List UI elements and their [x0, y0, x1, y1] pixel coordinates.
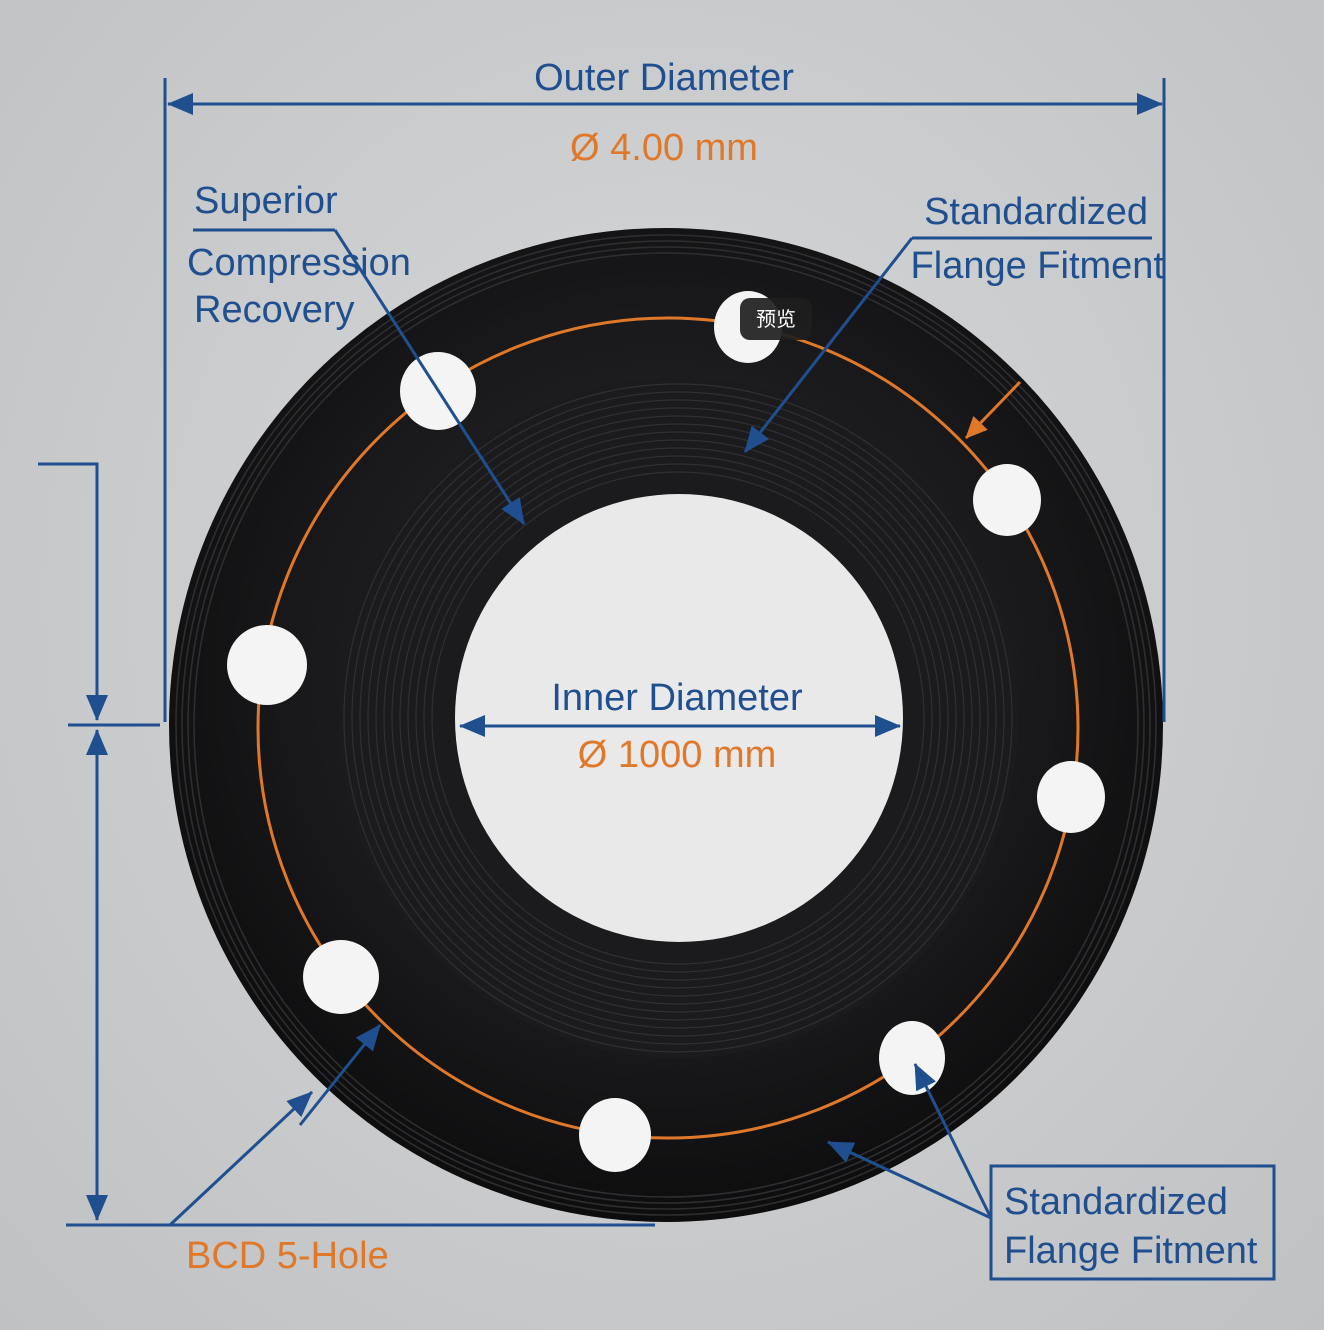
bolt-hole: [973, 464, 1041, 536]
inner-diameter-title: Inner Diameter: [551, 677, 803, 719]
inner-diameter-value: Ø 1000 mm: [578, 734, 777, 776]
callout-flange-top-line1: Standardized: [924, 191, 1148, 233]
leader-top: [38, 462, 99, 690]
callout-arrow-icon: [333, 229, 526, 525]
callout-flange-top: [743, 236, 1152, 453]
bolt-hole: [579, 1098, 651, 1172]
callout-compression: [193, 228, 526, 525]
callout-arrow-icon: [827, 1140, 992, 1220]
callout-arrow-icon: [298, 1024, 382, 1126]
sealing-face-grooves: [343, 383, 1013, 1053]
center-hole: [455, 494, 903, 942]
outer-diameter-title: Outer Diameter: [534, 57, 794, 99]
callout-compression-line3: Recovery: [194, 289, 355, 331]
outer-diameter-dimension: [163, 78, 1166, 722]
outer-rim-grooves: [175, 234, 1157, 1216]
callout-flange-bottom: [827, 1063, 1276, 1281]
outer-diameter-value: Ø 4.00 mm: [570, 127, 758, 169]
callout-compression-line1: Superior: [194, 180, 338, 222]
callout-flange-bottom-line1: Standardized: [1004, 1181, 1228, 1223]
bolt-hole: [879, 1021, 945, 1095]
callout-arrow-icon: [913, 1063, 993, 1219]
callout-arrow-icon: [743, 237, 914, 453]
preview-tooltip[interactable]: 预览: [740, 298, 812, 340]
callout-flange-top-line2: Flange Fitment: [911, 245, 1165, 287]
bolt-hole: [227, 625, 307, 705]
bolt-circle: [256, 316, 1080, 1140]
thickness-dimension: [38, 462, 655, 1227]
bcd-label: BCD 5-Hole: [186, 1235, 389, 1277]
callout-arrow-icon: [168, 1090, 314, 1227]
bolt-hole: [1037, 761, 1105, 833]
callout-flange-bottom-line2: Flange Fitment: [1004, 1230, 1258, 1272]
bolt-circle-arrow-icon: [964, 380, 1022, 440]
labels: Outer Diameter Ø 4.00 mm Inner Diameter …: [186, 57, 1258, 1277]
bolt-hole: [303, 940, 379, 1014]
callout-box: [989, 1164, 1276, 1281]
callout-bcd: [168, 1024, 382, 1227]
callout-compression-line2: Compression: [187, 242, 411, 284]
